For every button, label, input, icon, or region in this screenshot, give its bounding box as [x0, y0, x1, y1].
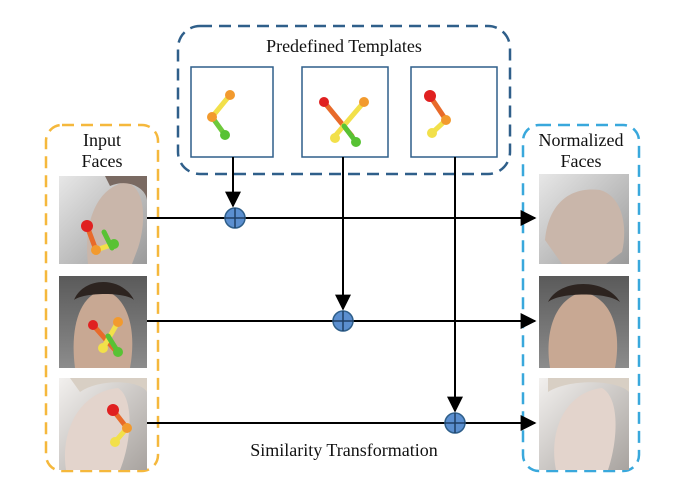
sum-node-icon — [444, 412, 466, 434]
sum-node-icon — [332, 310, 354, 332]
normalized-face-1 — [539, 174, 629, 264]
landmark-template-icon — [319, 97, 369, 147]
input-face-3 — [59, 378, 147, 470]
input-faces-group-border — [44, 123, 160, 473]
template-box-3 — [410, 66, 498, 158]
normalized-face-3 — [539, 378, 629, 470]
normalized-faces-group-border — [521, 123, 641, 473]
landmark-template-icon — [207, 90, 235, 140]
templates-title: Predefined Templates — [266, 36, 422, 56]
input-faces-title-line1: Input — [83, 130, 121, 150]
template-box-2 — [301, 66, 389, 158]
templates-group-border — [176, 24, 512, 176]
similarity-transformation-label: Similarity Transformation — [250, 440, 438, 460]
input-faces-title-line2: Faces — [81, 151, 123, 171]
normalized-faces-title-line1: Normalized — [538, 130, 624, 150]
landmark-template-icon — [424, 90, 451, 138]
normalized-face-2 — [539, 276, 629, 368]
input-face-1 — [59, 176, 147, 264]
sum-node-icon — [224, 207, 246, 229]
template-box-1 — [190, 66, 274, 158]
normalized-faces-title-line2: Faces — [560, 151, 602, 171]
input-face-2 — [59, 276, 147, 368]
